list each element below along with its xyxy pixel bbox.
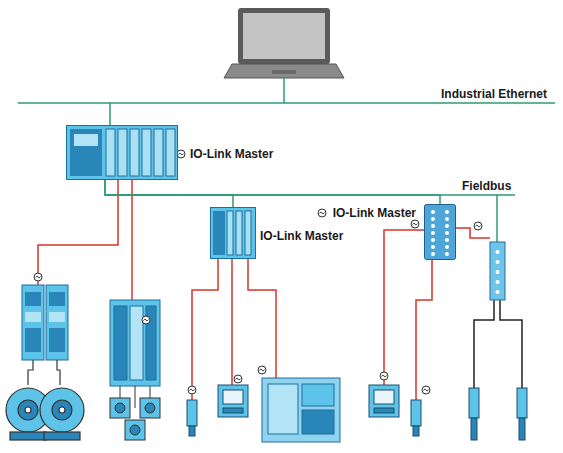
fieldbus-connector [105, 180, 233, 207]
module-graphic [424, 204, 456, 260]
io-link-master: IO-Link Master [424, 204, 456, 260]
network-line [283, 78, 285, 103]
io-link-master: IO-Link Master [66, 125, 178, 180]
fieldbus-line [496, 195, 498, 242]
module-graphic [210, 207, 256, 259]
sensor-cables [474, 300, 522, 388]
motors [6, 388, 84, 440]
drive [110, 300, 160, 440]
module-graphic [66, 125, 178, 180]
laptop [224, 8, 344, 78]
node-label: IO-Link Master [190, 147, 273, 161]
fieldbus-connector [105, 180, 440, 204]
io-link-master: IO-Link Master [210, 207, 256, 259]
io-link-symbol [34, 150, 482, 394]
io-hub [490, 242, 505, 300]
io-module [262, 378, 340, 442]
bus-label: Fieldbus [460, 179, 513, 193]
ethernet-line [18, 102, 555, 104]
io-link-wires [38, 180, 490, 400]
node-label: IO-Link Master [333, 206, 416, 220]
motor-starters [22, 285, 68, 385]
node-label: IO-Link Master [260, 229, 343, 243]
network-label: Industrial Ethernet [439, 87, 549, 101]
network-line [109, 103, 111, 125]
